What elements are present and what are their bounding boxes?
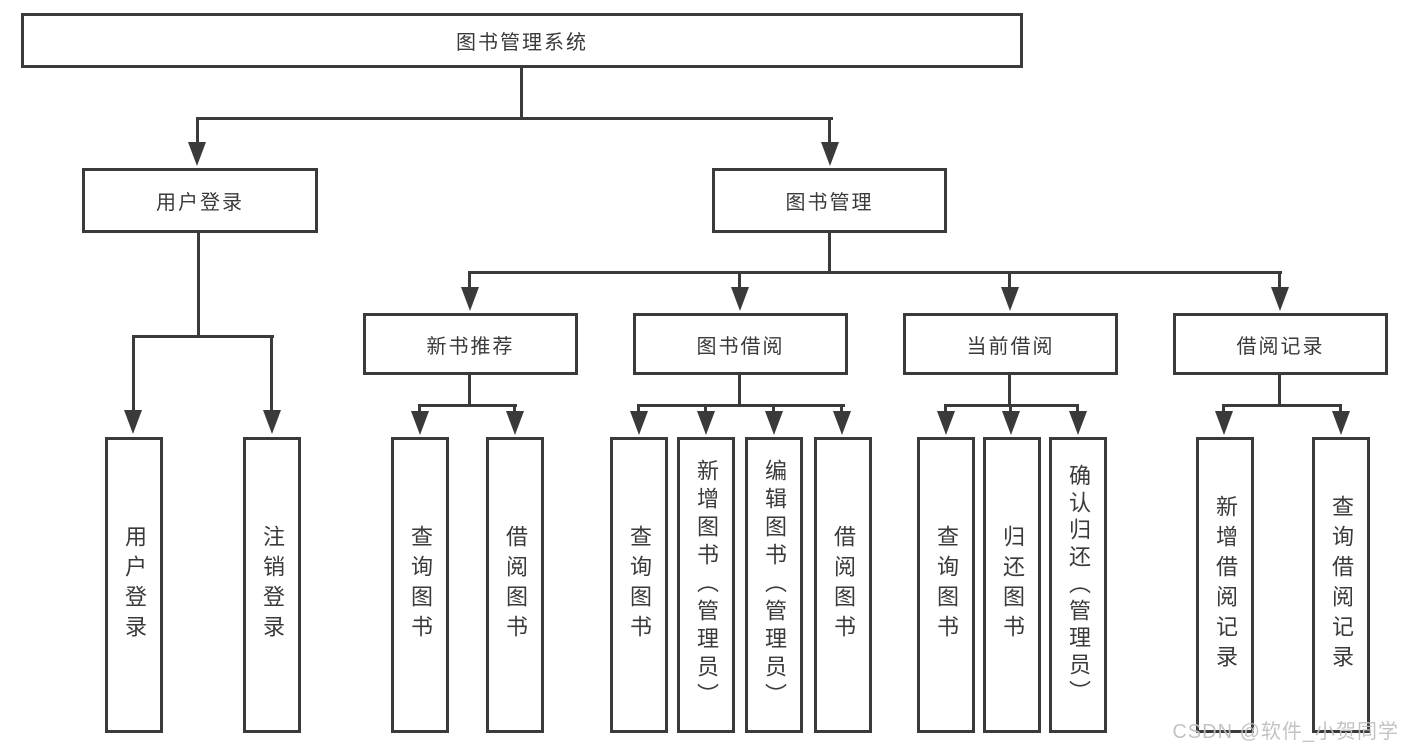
node-borrow-records-label: 借阅记录 <box>1236 335 1325 358</box>
connector-vline <box>513 404 516 414</box>
leaf-logout: 注销登录 <box>243 437 301 733</box>
leaf-confirm-return-admin-label: 确认归还（管理员） <box>1066 463 1091 707</box>
connector-vline <box>1076 404 1079 414</box>
connector-vline <box>1222 404 1225 414</box>
connector-vline <box>468 373 471 407</box>
arrow-down-icon <box>937 411 955 435</box>
connector-hline <box>637 404 845 407</box>
node-user-login-label: 用户登录 <box>156 192 244 214</box>
leaf-edit-book-admin-label: 编辑图书（管理员） <box>762 459 787 711</box>
connector-vline <box>132 335 135 413</box>
node-current-borrow: 当前借阅 <box>903 313 1118 375</box>
connector-vline <box>944 404 947 414</box>
connector-vline <box>1008 373 1011 407</box>
node-book-management-label: 图书管理 <box>785 192 874 214</box>
connector-vline <box>468 271 471 289</box>
leaf-borrow-books-recommend: 借阅图书 <box>486 437 544 733</box>
leaf-return-book: 归还图书 <box>983 437 1041 733</box>
arrow-down-icon <box>697 411 715 435</box>
leaf-user-login: 用户登录 <box>105 437 163 733</box>
leaf-query-books-borrow: 查询图书 <box>610 437 668 733</box>
connector-hline <box>1222 404 1342 407</box>
connector-vline <box>1008 271 1011 289</box>
connector-vline <box>1278 373 1281 407</box>
arrow-down-icon <box>833 411 851 435</box>
connector-vline <box>738 373 741 407</box>
node-current-borrow-label: 当前借阅 <box>966 335 1055 358</box>
connector-hline <box>468 271 1282 274</box>
arrow-down-icon <box>461 287 479 311</box>
connector-vline <box>270 335 273 413</box>
node-user-login: 用户登录 <box>82 168 318 233</box>
leaf-add-borrow-record-label: 新增借阅记录 <box>1213 495 1238 675</box>
connector-vline <box>772 404 775 414</box>
connector-vline <box>828 231 831 273</box>
arrow-down-icon <box>1332 411 1350 435</box>
connector-vline <box>1009 404 1012 414</box>
arrow-down-icon <box>821 142 839 166</box>
arrow-down-icon <box>1002 411 1020 435</box>
node-book-borrow: 图书借阅 <box>633 313 848 375</box>
leaf-query-books-borrow-label: 查询图书 <box>627 525 652 645</box>
connector-vline <box>418 404 421 414</box>
leaf-borrow-books-label: 借阅图书 <box>831 525 856 645</box>
connector-vline <box>196 117 199 147</box>
arrow-down-icon <box>188 142 206 166</box>
arrow-down-icon <box>124 410 142 434</box>
leaf-confirm-return-admin: 确认归还（管理员） <box>1049 437 1107 733</box>
connector-vline <box>828 117 831 147</box>
leaf-borrow-books: 借阅图书 <box>814 437 872 733</box>
arrow-down-icon <box>731 287 749 311</box>
arrow-down-icon <box>1001 287 1019 311</box>
leaf-user-login-label: 用户登录 <box>122 525 147 645</box>
arrow-down-icon <box>411 411 429 435</box>
node-book-borrow-label: 图书借阅 <box>696 335 785 358</box>
leaf-return-book-label: 归还图书 <box>1000 525 1025 645</box>
connector-hline <box>418 404 517 407</box>
leaf-query-books-recommend-label: 查询图书 <box>408 525 433 645</box>
leaf-add-book-admin-label: 新增图书（管理员） <box>694 459 719 711</box>
arrow-down-icon <box>1069 411 1087 435</box>
connector-vline <box>840 404 843 414</box>
connector-hline <box>132 335 274 338</box>
node-borrow-records: 借阅记录 <box>1173 313 1388 375</box>
leaf-add-book-admin: 新增图书（管理员） <box>677 437 735 733</box>
leaf-query-borrow-record: 查询借阅记录 <box>1312 437 1370 733</box>
leaf-query-books-current: 查询图书 <box>917 437 975 733</box>
connector-vline <box>1339 404 1342 414</box>
arrow-down-icon <box>1215 411 1233 435</box>
node-root-label: 图书管理系统 <box>456 32 588 54</box>
connector-vline <box>704 404 707 414</box>
node-new-book-recommend: 新书推荐 <box>363 313 578 375</box>
connector-vline <box>637 404 640 414</box>
node-root: 图书管理系统 <box>21 13 1023 68</box>
watermark: CSDN @软件_小贺同学 <box>1172 721 1399 743</box>
arrow-down-icon <box>263 410 281 434</box>
arrow-down-icon <box>506 411 524 435</box>
leaf-query-borrow-record-label: 查询借阅记录 <box>1329 495 1354 675</box>
connector-hline <box>196 117 833 120</box>
arrow-down-icon <box>765 411 783 435</box>
connector-vline <box>738 271 741 289</box>
leaf-query-books-current-label: 查询图书 <box>934 525 959 645</box>
leaf-add-borrow-record: 新增借阅记录 <box>1196 437 1254 733</box>
arrow-down-icon <box>1271 287 1289 311</box>
connector-vline <box>520 66 523 119</box>
connector-vline <box>197 231 200 338</box>
leaf-logout-label: 注销登录 <box>260 525 285 645</box>
leaf-edit-book-admin: 编辑图书（管理员） <box>745 437 803 733</box>
node-new-book-recommend-label: 新书推荐 <box>426 335 515 358</box>
leaf-borrow-books-recommend-label: 借阅图书 <box>503 525 528 645</box>
leaf-query-books-recommend: 查询图书 <box>391 437 449 733</box>
arrow-down-icon <box>630 411 648 435</box>
node-book-management: 图书管理 <box>712 168 947 233</box>
connector-vline <box>1278 271 1281 289</box>
